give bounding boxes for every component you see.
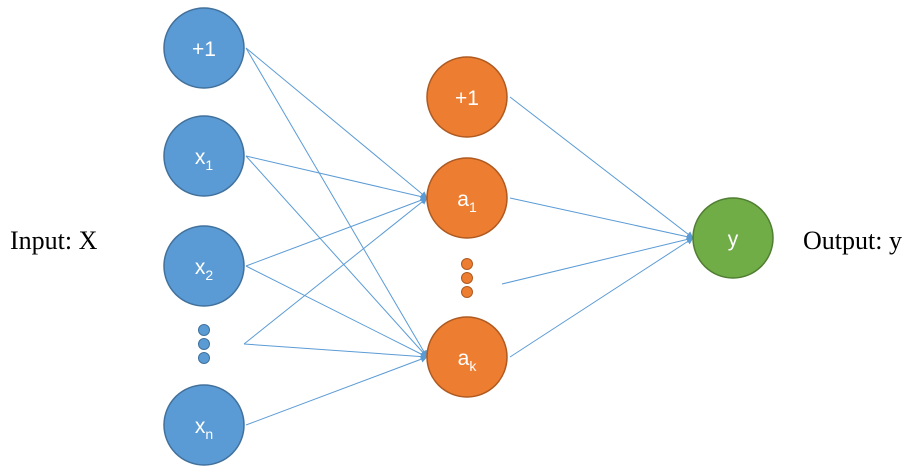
hidden-ellipsis-dot <box>461 258 473 270</box>
input-node-bias <box>163 7 245 89</box>
edges-hidden-to-output <box>501 96 694 358</box>
input-ellipsis-dot <box>198 338 210 350</box>
hidden-node-a1-label: a1 <box>457 188 477 215</box>
input-node-x1-label: x1 <box>195 146 214 173</box>
input-ellipsis-dot <box>198 352 210 364</box>
hidden-node-ak-label: ak <box>458 347 478 374</box>
edge-a1-to-y <box>509 197 694 241</box>
hidden-layer: +1 a1 ak <box>426 56 508 398</box>
output-label: Output: y <box>803 226 902 255</box>
edge-bias-to-ak <box>245 47 428 358</box>
edge-bias-to-a1 <box>245 47 428 199</box>
hidden-node-a1 <box>426 157 508 239</box>
edge-hbias-to-y <box>509 96 694 239</box>
input-node-bias-label: +1 <box>192 38 216 61</box>
hidden-ellipsis-dot <box>461 272 473 284</box>
input-node-xn-label: xn <box>195 415 213 442</box>
edge-ak-to-y <box>509 237 694 358</box>
input-label: Input: X <box>10 226 98 255</box>
output-layer: y <box>692 197 774 279</box>
edge-hdots-to-y <box>501 236 694 285</box>
input-ellipsis-dots <box>198 324 210 364</box>
input-node-xn <box>163 384 245 466</box>
input-node-x2 <box>163 225 245 307</box>
edge-x1-to-ak <box>245 155 428 358</box>
hidden-node-bias-label: +1 <box>455 87 479 110</box>
edges-input-to-hidden <box>243 47 428 426</box>
input-ellipsis-dot <box>198 324 210 336</box>
edge-x1-to-a1 <box>245 155 428 200</box>
input-node-x2-label: x2 <box>195 256 214 283</box>
edge-dots-to-a1 <box>243 197 428 345</box>
input-layer: +1 x1 x2 xn <box>163 7 245 466</box>
output-node-y-label: y <box>728 228 739 251</box>
hidden-ellipsis-dot <box>461 286 473 298</box>
edge-x2-to-ak <box>245 265 428 358</box>
edge-x2-to-a1 <box>245 196 428 267</box>
hidden-ellipsis-dots <box>461 258 473 298</box>
hidden-node-ak <box>426 316 508 398</box>
output-node-y <box>692 197 774 279</box>
edge-xn-to-ak <box>245 355 428 426</box>
input-node-x1 <box>163 115 245 197</box>
hidden-node-bias <box>426 56 508 138</box>
edge-dots-to-ak <box>243 343 428 361</box>
